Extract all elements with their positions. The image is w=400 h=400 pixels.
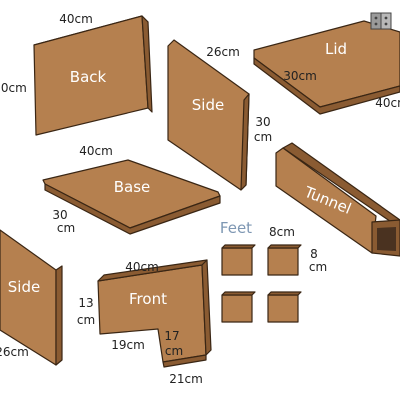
- side-panel-top-edge: [240, 93, 250, 191]
- foot-block: [221, 244, 256, 276]
- base-panel: Base: [42, 159, 221, 235]
- back-height-label: 30cm: [0, 81, 27, 95]
- base-depth-unit: cm: [57, 221, 75, 235]
- side-top-width-label: 26cm: [206, 45, 240, 59]
- foot-block: [267, 291, 302, 323]
- tunnel-opening: [377, 227, 396, 251]
- tunnel-top: [282, 142, 400, 229]
- feet-height-value: 8: [310, 247, 318, 261]
- tunnel-piece: Tunnel: [275, 142, 400, 257]
- lid-panel: Lid: [253, 12, 400, 115]
- base-width-label: 40cm: [79, 144, 113, 158]
- side-panel-top-face: [167, 39, 250, 191]
- back-width-label: 40cm: [59, 12, 93, 26]
- side-top-height-unit: cm: [254, 130, 272, 144]
- front-side-edge: [201, 259, 212, 356]
- foot-block: [221, 291, 256, 323]
- lid-width-label: 30cm: [283, 69, 317, 83]
- side-panel-left-edge: [55, 265, 63, 366]
- lid-edge: [253, 57, 400, 115]
- front-bottom-width-label: 21cm: [169, 372, 203, 386]
- front-bottom-edge: [162, 354, 207, 368]
- front-label: Front: [129, 290, 167, 308]
- front-notch-height-unit: cm: [165, 344, 183, 358]
- base-edge: [44, 183, 221, 235]
- hinge-icon: [370, 12, 392, 30]
- lid-label: Lid: [325, 40, 347, 58]
- front-panel: Front: [97, 259, 212, 368]
- base-label: Base: [114, 178, 151, 196]
- back-panel-side-edge: [141, 15, 153, 113]
- feet-width-label: 8cm: [269, 225, 295, 239]
- side-left-width-label: 26cm: [0, 345, 29, 359]
- side-top-label: Side: [192, 96, 224, 114]
- side-panel-top: Side: [167, 39, 250, 191]
- lid-depth-label: 40cm: [375, 96, 400, 110]
- side-top-height-value: 30: [255, 115, 270, 129]
- feet-title: Feet: [220, 219, 252, 237]
- front-notch-height-value: 17: [164, 329, 179, 343]
- front-left-height-unit: cm: [77, 313, 95, 327]
- foot-block: [267, 244, 302, 276]
- side-panel-left: Side: [0, 229, 63, 366]
- side-left-label: Side: [8, 278, 40, 296]
- base-depth-value: 30: [52, 208, 67, 222]
- back-panel: Back: [33, 15, 153, 136]
- back-panel-label: Back: [70, 68, 107, 86]
- front-left-height-value: 13: [78, 296, 93, 310]
- feet-height-unit: cm: [309, 260, 327, 274]
- front-width-label: 40cm: [125, 260, 159, 274]
- front-notch-width-label: 19cm: [111, 338, 145, 352]
